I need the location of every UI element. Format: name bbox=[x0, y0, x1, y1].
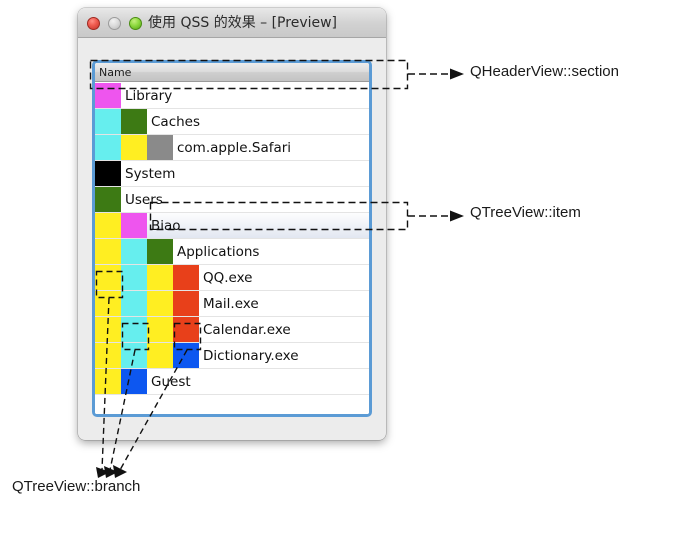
tree-branch-indicator[interactable] bbox=[95, 317, 121, 342]
tree-branch-indicator[interactable] bbox=[147, 317, 173, 342]
tree-branch-indicator[interactable] bbox=[95, 109, 121, 134]
tree-branch-indicator[interactable] bbox=[95, 213, 121, 238]
tree-branch-indicator[interactable] bbox=[95, 135, 121, 160]
annotation-label-tree-item: QTreeView::item bbox=[470, 204, 581, 221]
tree-branch-indicator[interactable] bbox=[121, 109, 147, 134]
tree-branch-indicator[interactable] bbox=[173, 343, 199, 368]
tree-item-label: System bbox=[125, 165, 176, 182]
tree-item-label: Dictionary.exe bbox=[203, 347, 299, 364]
tree-branch-indicator[interactable] bbox=[173, 291, 199, 316]
header-section-arrowhead bbox=[450, 68, 464, 80]
tree-branch-indicator[interactable] bbox=[121, 239, 147, 264]
window-title: 使用 QSS 的效果 – [Preview] bbox=[148, 15, 338, 31]
tree-branch-indicator[interactable] bbox=[95, 83, 121, 108]
tree-row[interactable]: Caches bbox=[95, 109, 369, 135]
tree-branch-indicator[interactable] bbox=[95, 239, 121, 264]
tree-header-view[interactable]: Name bbox=[95, 63, 369, 82]
tree-branch-indicator[interactable] bbox=[121, 135, 147, 160]
tree-item-label: Calendar.exe bbox=[203, 321, 291, 338]
tree-row[interactable]: Library bbox=[95, 83, 369, 109]
tree-branch-indicator[interactable] bbox=[147, 239, 173, 264]
tree-row[interactable]: QQ.exe bbox=[95, 265, 369, 291]
tree-row[interactable]: com.apple.Safari bbox=[95, 135, 369, 161]
branch-arrowhead-2 bbox=[104, 466, 118, 478]
tree-row[interactable]: Applications bbox=[95, 239, 369, 265]
branch-arrowhead-3 bbox=[113, 465, 127, 478]
tree-branch-indicator[interactable] bbox=[95, 187, 121, 212]
tree-branch-indicator[interactable] bbox=[121, 369, 147, 394]
tree-branch-indicator[interactable] bbox=[95, 265, 121, 290]
tree-item-label: Biao bbox=[151, 217, 181, 234]
tree-item-arrowhead bbox=[450, 210, 464, 222]
tree-branch-indicator[interactable] bbox=[147, 265, 173, 290]
tree-branch-indicator[interactable] bbox=[147, 291, 173, 316]
tree-branch-indicator[interactable] bbox=[173, 265, 199, 290]
tree-row[interactable]: Calendar.exe bbox=[95, 317, 369, 343]
tree-item-label: Library bbox=[125, 87, 173, 104]
annotation-label-header-section: QHeaderView::section bbox=[470, 63, 619, 80]
tree-item-label: Users bbox=[125, 191, 163, 208]
window-titlebar: 使用 QSS 的效果 – [Preview] bbox=[78, 8, 386, 38]
tree-branch-indicator[interactable] bbox=[121, 265, 147, 290]
tree-item-label: Applications bbox=[177, 243, 260, 260]
tree-item-label bbox=[95, 395, 369, 414]
tree-row[interactable]: Biao bbox=[95, 213, 369, 239]
tree-row[interactable]: Users bbox=[95, 187, 369, 213]
tree-item-label: com.apple.Safari bbox=[177, 139, 292, 156]
tree-branch-indicator[interactable] bbox=[121, 343, 147, 368]
close-button[interactable] bbox=[87, 17, 100, 30]
tree-item-label: QQ.exe bbox=[203, 269, 253, 286]
tree-branch-indicator[interactable] bbox=[121, 291, 147, 316]
tree-row[interactable]: Guest bbox=[95, 369, 369, 395]
tree-item-label: Mail.exe bbox=[203, 295, 259, 312]
header-section-name: Name bbox=[99, 66, 132, 79]
tree-branch-indicator[interactable] bbox=[173, 317, 199, 342]
tree-row[interactable]: Mail.exe bbox=[95, 291, 369, 317]
tree-item-label: Guest bbox=[151, 373, 191, 390]
tree-branch-indicator[interactable] bbox=[95, 343, 121, 368]
tree-branch-indicator[interactable] bbox=[121, 317, 147, 342]
tree-item-label: Caches bbox=[151, 113, 201, 130]
tree-row[interactable]: System bbox=[95, 161, 369, 187]
minimize-button[interactable] bbox=[108, 17, 121, 30]
tree-branch-indicator[interactable] bbox=[95, 291, 121, 316]
tree-branch-indicator[interactable] bbox=[121, 213, 147, 238]
branch-arrowhead-1 bbox=[96, 467, 110, 478]
zoom-button[interactable] bbox=[129, 17, 142, 30]
tree-row[interactable] bbox=[95, 395, 369, 414]
tree-branch-indicator[interactable] bbox=[95, 161, 121, 186]
tree-branch-indicator[interactable] bbox=[147, 343, 173, 368]
tree-row[interactable]: Dictionary.exe bbox=[95, 343, 369, 369]
tree-branch-indicator[interactable] bbox=[95, 369, 121, 394]
annotation-label-tree-branch: QTreeView::branch bbox=[12, 478, 141, 495]
tree-branch-indicator[interactable] bbox=[147, 135, 173, 160]
